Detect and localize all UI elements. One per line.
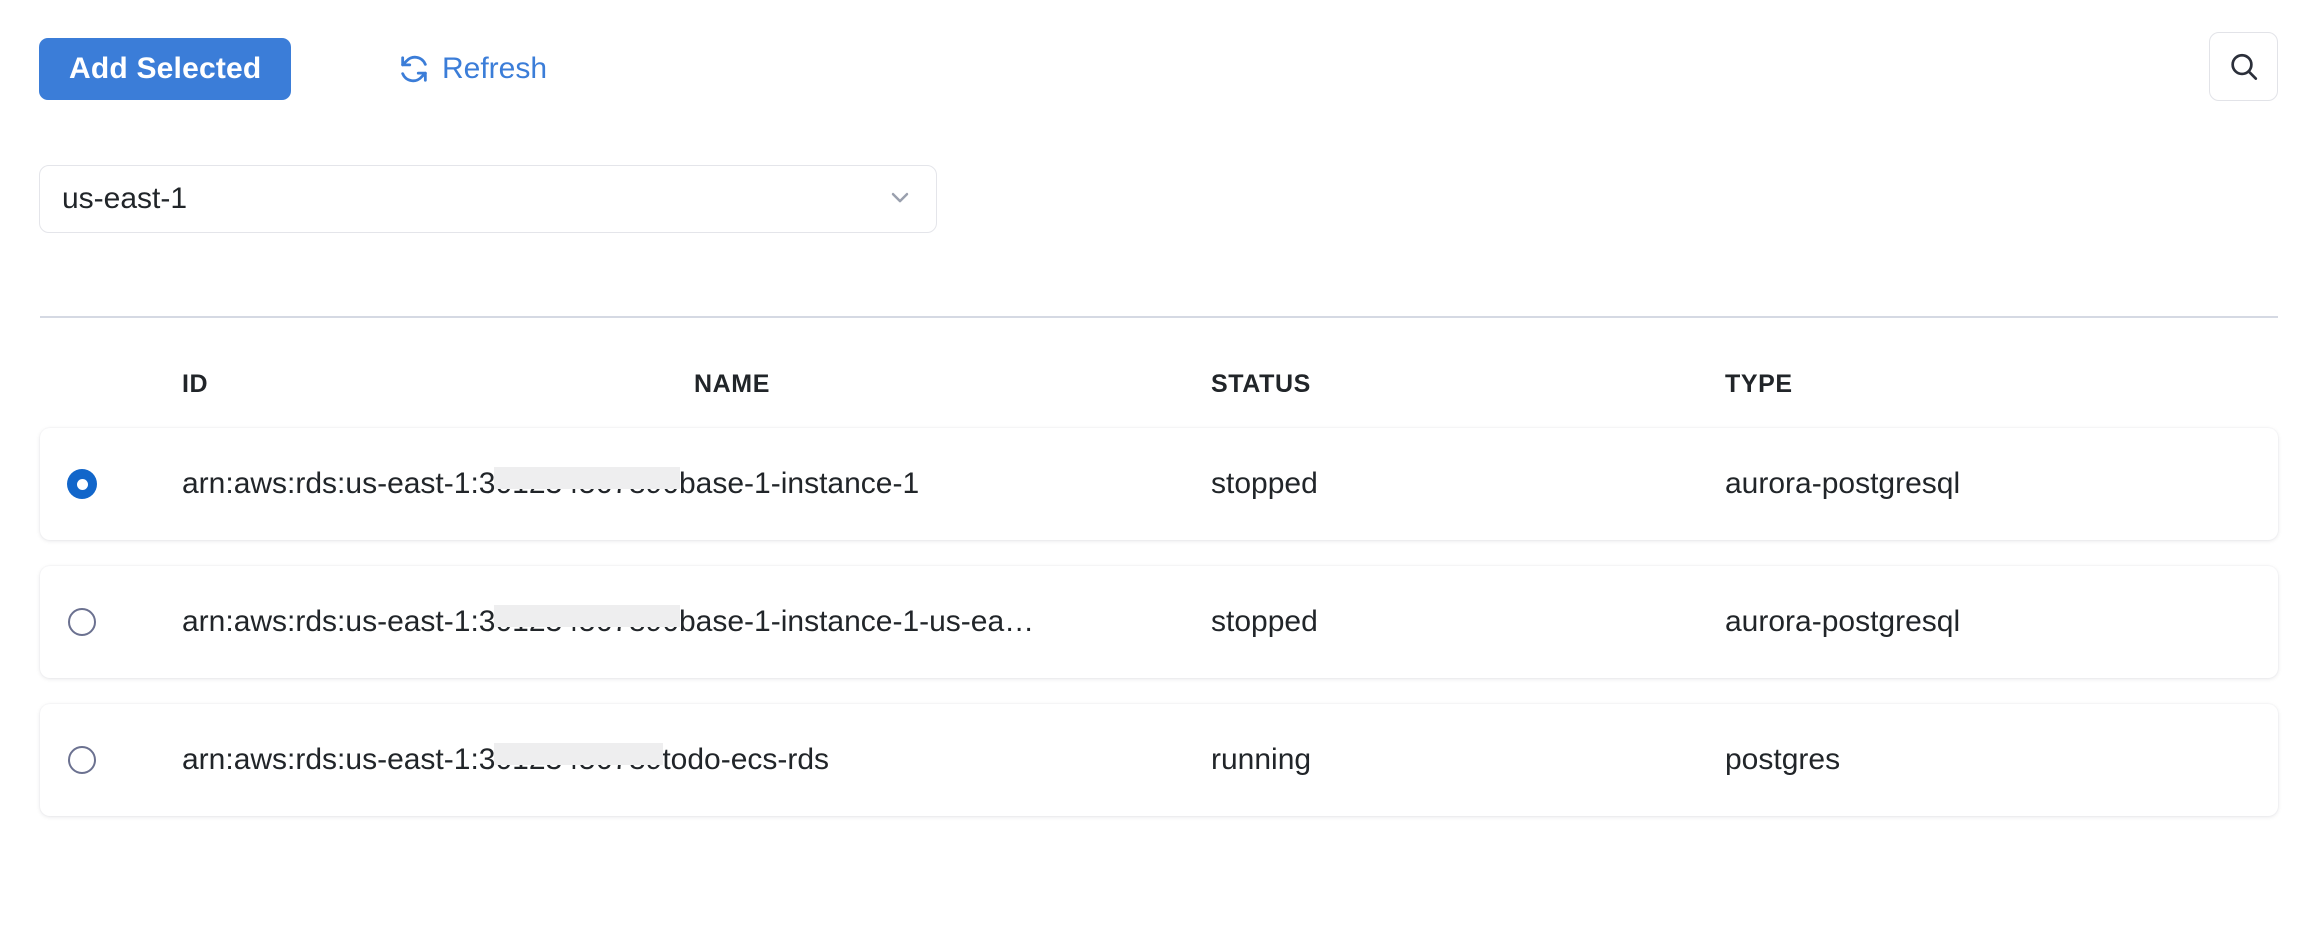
column-header-id: ID: [182, 370, 209, 398]
column-header-type: TYPE: [1725, 370, 1793, 398]
arn-prefix: arn:aws:rds:us-east-1:3: [182, 605, 496, 638]
refresh-icon: [398, 53, 430, 85]
cell-status: stopped: [1211, 605, 1318, 638]
arn-redacted-account-id: 01234567890: [494, 467, 680, 500]
cell-type: postgres: [1725, 743, 1841, 776]
arn-redacted-account-id: 0123456789: [494, 743, 664, 776]
cell-type: aurora-postgresql: [1725, 467, 1961, 500]
cell-status: running: [1211, 743, 1312, 776]
section-divider: [40, 316, 2278, 318]
column-header-status: STATUS: [1211, 370, 1311, 398]
region-select-value: us-east-1: [62, 182, 188, 215]
arn-suffix: base-1-instance-1: [679, 467, 920, 500]
region-select[interactable]: us-east-1: [39, 165, 937, 233]
table-header-row: ID NAME STATUS TYPE: [0, 352, 2298, 428]
search-icon: [2227, 50, 2261, 84]
refresh-label: Refresh: [442, 52, 548, 85]
chevron-down-icon: [886, 183, 914, 216]
arn-suffix: todo-ecs-rds: [662, 743, 830, 776]
refresh-button[interactable]: Refresh: [398, 38, 547, 100]
column-header-name: NAME: [694, 370, 771, 398]
cell-status: stopped: [1211, 467, 1318, 500]
arn-suffix: base-1-instance-1-us-ea…: [679, 605, 1035, 638]
add-selected-button[interactable]: Add Selected: [39, 38, 292, 100]
row-radio-button[interactable]: [68, 608, 96, 636]
arn-prefix: arn:aws:rds:us-east-1:3: [182, 467, 496, 500]
row-radio-button[interactable]: [68, 470, 96, 498]
resources-table: ID NAME STATUS TYPE arn:aws:rds:us-east-…: [0, 352, 2298, 842]
cell-type: aurora-postgresql: [1725, 605, 1961, 638]
row-radio-button[interactable]: [68, 746, 96, 774]
row-select-cell: [52, 428, 112, 540]
row-select-cell: [52, 704, 112, 816]
row-select-cell: [52, 566, 112, 678]
arn-redacted-account-id: 01234567890: [494, 605, 680, 638]
search-button[interactable]: [2209, 32, 2278, 101]
arn-prefix: arn:aws:rds:us-east-1:3: [182, 743, 496, 776]
toolbar: Add Selected Refresh: [0, 0, 2298, 135]
